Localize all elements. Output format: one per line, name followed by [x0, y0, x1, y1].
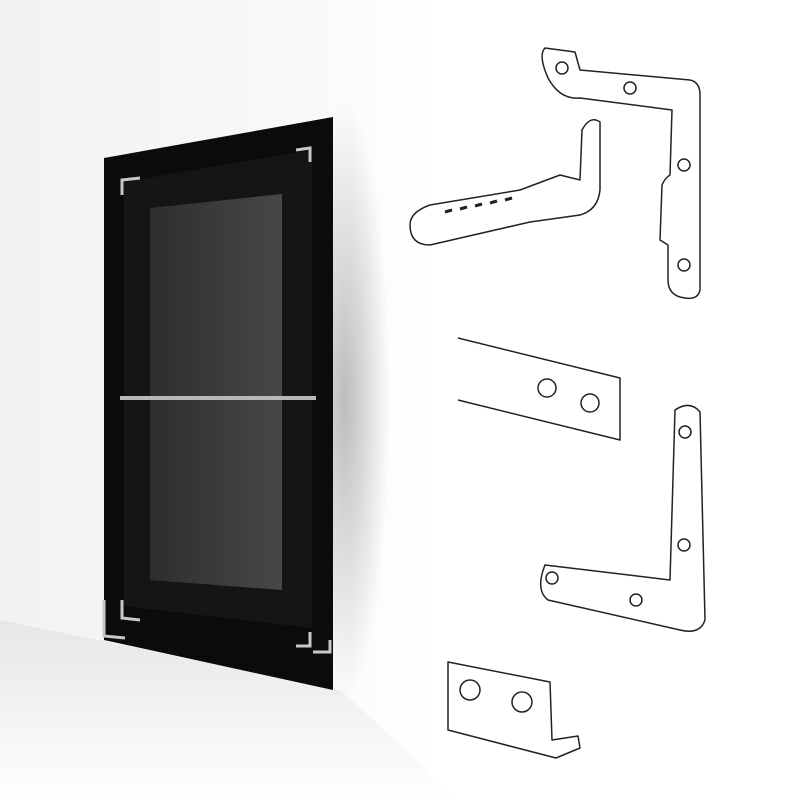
corner-bracket: [539, 404, 706, 632]
glass-pane: [150, 194, 282, 590]
wall-anchor-hook: [409, 119, 601, 246]
standoff-bracket: [541, 47, 701, 300]
corner-clips: [102, 146, 332, 654]
small-angle-bracket: [447, 661, 581, 759]
framed-panel: [102, 117, 333, 690]
floor-shadow: [0, 620, 460, 800]
flat-strip: [457, 337, 621, 441]
